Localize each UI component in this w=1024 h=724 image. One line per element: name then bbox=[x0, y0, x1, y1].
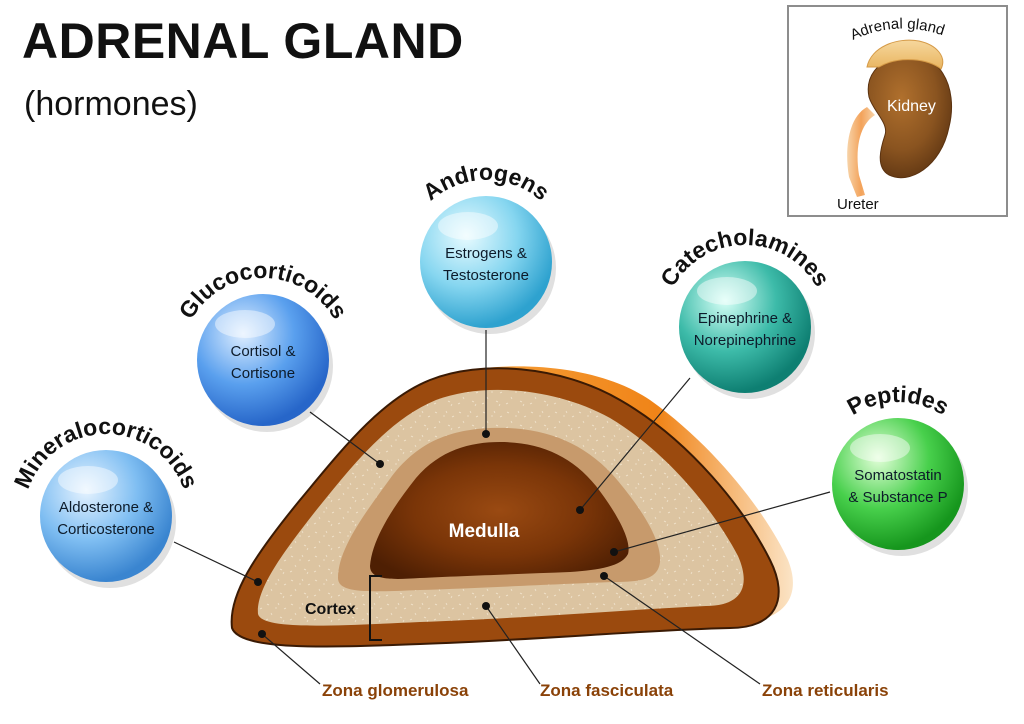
leader-catecholamines bbox=[579, 377, 691, 511]
sphere-androgens bbox=[420, 196, 552, 328]
sphere-highlight bbox=[697, 277, 757, 305]
sphere-highlight bbox=[438, 212, 498, 240]
medulla-label: Medulla bbox=[449, 521, 520, 542]
cortex-label: Cortex bbox=[305, 601, 356, 618]
zona-reticularis-label: Zona reticularis bbox=[762, 681, 889, 700]
hormone-line1-mineralocorticoids: Aldosterone & bbox=[59, 499, 153, 516]
hormone-line1-androgens: Estrogens & bbox=[445, 245, 527, 262]
medulla-layer bbox=[370, 442, 629, 579]
dot-zona-reticularis bbox=[600, 572, 608, 580]
dot-peptides bbox=[610, 548, 618, 556]
leader-glucocorticoids bbox=[309, 411, 381, 465]
leader-mineralocorticoids bbox=[173, 541, 259, 583]
hormone-group-peptides: Somatostatin & Substance P Peptides bbox=[832, 381, 968, 556]
leader-zona-reticularis bbox=[603, 575, 761, 685]
hormone-category-peptides: Peptides bbox=[843, 381, 954, 420]
hormone-line2-peptides: & Substance P bbox=[848, 489, 947, 506]
sphere-highlight bbox=[215, 310, 275, 338]
dot-zona-fasciculata bbox=[482, 602, 490, 610]
dot-zona-glomerulosa bbox=[258, 630, 266, 638]
page-title: ADRENAL GLAND bbox=[22, 13, 464, 69]
leader-zona-fasciculata bbox=[485, 605, 541, 685]
sphere-highlight bbox=[58, 466, 118, 494]
sphere-peptides bbox=[832, 418, 964, 550]
ureter bbox=[847, 107, 875, 197]
dot-mineralocorticoids bbox=[254, 578, 262, 586]
leader-peptides bbox=[613, 491, 831, 553]
hormone-line2-mineralocorticoids: Corticosterone bbox=[57, 521, 155, 538]
ureter-label: Ureter bbox=[837, 196, 879, 213]
sphere-mineralocorticoids bbox=[40, 450, 172, 582]
hormone-line2-catecholamines: Norepinephrine bbox=[694, 332, 797, 349]
cortex-bracket bbox=[369, 575, 382, 641]
sphere-glucocorticoids bbox=[197, 294, 329, 426]
sphere-catecholamines bbox=[679, 261, 811, 393]
zona-glomerulosa-label: Zona glomerulosa bbox=[322, 681, 469, 700]
kidney-inset-drawing: Adrenal gland Kidney Ureter bbox=[837, 15, 953, 213]
dot-glucocorticoids bbox=[376, 460, 384, 468]
hormone-group-catecholamines: Epinephrine &NorepinephrineCatecholamine… bbox=[655, 224, 835, 399]
dot-androgens bbox=[482, 430, 490, 438]
hormone-leaders bbox=[173, 330, 831, 586]
hormone-line1-glucocorticoids: Cortisol & bbox=[230, 343, 295, 360]
zona-fasciculata-label: Zona fasciculata bbox=[540, 681, 674, 700]
dot-catecholamines bbox=[576, 506, 584, 514]
kidney-inset: Adrenal gland Kidney Ureter bbox=[787, 5, 1008, 217]
hormone-line2-androgens: Testosterone bbox=[443, 267, 529, 284]
zone-labels: Zona glomerulosa Zona fasciculata Zona r… bbox=[258, 572, 889, 700]
kidney bbox=[867, 55, 953, 179]
adrenal-gland-small bbox=[866, 39, 944, 70]
kidney-label: Kidney bbox=[887, 98, 936, 115]
hormone-line1-catecholamines: Epinephrine & bbox=[698, 310, 792, 327]
hormone-line1-peptides: Somatostatin bbox=[854, 467, 942, 484]
hormone-group-mineralocorticoids: Aldosterone &CorticosteroneMineralocorti… bbox=[9, 413, 203, 588]
sphere-highlight bbox=[850, 434, 910, 462]
page-subtitle: (hormones) bbox=[24, 85, 198, 123]
leader-zona-glomerulosa bbox=[261, 633, 321, 685]
hormone-line2-glucocorticoids: Cortisone bbox=[231, 365, 295, 382]
